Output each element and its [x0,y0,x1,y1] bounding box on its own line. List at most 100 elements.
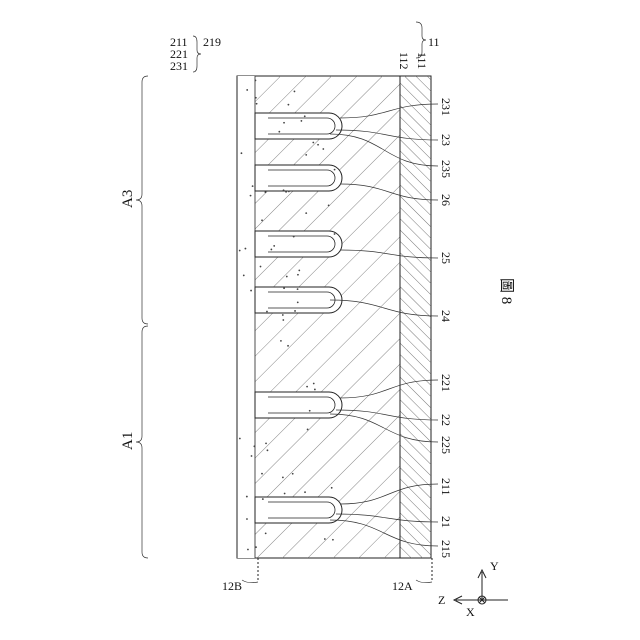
filler-dot [285,191,287,193]
label-111: 111 [415,52,429,69]
filler-dot [305,212,307,214]
callout-211: 211 [439,478,453,496]
filler-dot [331,487,333,489]
filler-dot [255,546,257,548]
filler-dot [283,122,285,124]
filler-dot [307,429,309,431]
filler-dot [282,314,284,316]
filler-dot [265,532,267,534]
axis-indicator: Y Z X [438,559,508,619]
filler-dot [288,104,290,106]
filler-dot [301,120,303,122]
filler-dot [282,319,284,321]
trench-3 [255,231,342,257]
filler-dot [267,449,269,451]
filler-dot [251,455,253,457]
filler-dot [266,311,268,313]
filler-dot [292,473,294,475]
filler-dot [288,191,290,193]
layer-112-fill [237,76,400,558]
span-a3 [136,76,148,324]
filler-dot [283,287,285,289]
label-219: 219 [203,35,221,49]
callout-25: 25 [439,252,453,264]
brace-219 [193,36,201,72]
filler-dot [250,195,252,197]
callout-235: 235 [439,160,453,178]
filler-dot [328,204,330,206]
label-11: 11 [428,35,440,49]
filler-dot [252,185,254,187]
filler-dot [317,144,319,146]
trench-4 [255,287,342,313]
label-112: 112 [397,52,411,70]
label-231: 231 [170,59,188,73]
filler-dot [298,270,300,272]
trench-6 [255,497,342,523]
filler-dot [304,491,306,493]
filler-dot [247,549,249,551]
filler-dot [294,91,296,93]
callout-221: 221 [439,374,453,392]
filler-dot [243,275,245,277]
filler-dot [305,154,307,156]
filler-dot [239,250,241,252]
filler-dot [256,103,258,105]
callout-24: 24 [439,310,453,322]
filler-dot [313,383,315,385]
filler-dot [312,142,314,144]
label-a1: A1 [120,432,136,450]
callout-22: 22 [439,414,453,426]
axis-z-label: Z [438,593,445,607]
label-12a: 12A [392,579,413,593]
filler-dot [306,386,308,388]
filler-dot [239,438,241,440]
filler-dot [273,245,275,247]
filler-dot [282,477,284,479]
filler-dot [322,148,324,150]
trench-1 [255,113,342,139]
callout-225: 225 [439,436,453,454]
filler-dot [304,115,306,117]
filler-dot [270,249,272,251]
filler-dot [278,131,280,133]
callout-231: 231 [439,98,453,116]
filler-dot [284,493,286,495]
filler-dot [241,152,243,154]
trench-5 [255,392,342,418]
callout-group: 231 23 235 26 25 24 221 22 225 211 21 21… [439,98,453,558]
filler-dot [293,236,295,238]
filler-region [237,76,255,558]
filler-dot [265,442,267,444]
span-a1 [136,326,148,558]
label-12b: 12B [222,579,242,593]
filler-dot [261,219,263,221]
filler-dot [283,189,285,191]
filler-dot [314,389,316,391]
callout-215: 215 [439,540,453,558]
filler-dot [265,191,267,193]
label-a3: A3 [120,190,136,208]
filler-dot [287,345,289,347]
filler-dot [245,248,247,250]
filler-dot [250,290,252,292]
filler-dot [260,266,262,268]
filler-dot [280,340,282,342]
filler-dot [297,288,299,290]
filler-dot [246,518,248,520]
filler-dot [334,233,336,235]
callout-23: 23 [439,134,453,146]
filler-dot [309,410,311,412]
filler-dot [334,169,336,171]
filler-dot [261,473,263,475]
callout-26: 26 [439,194,453,206]
axis-y-label: Y [490,559,499,573]
filler-dot [286,276,288,278]
axis-x-label: X [466,605,475,619]
filler-dot [297,274,299,276]
filler-dot [246,89,248,91]
callout-21: 21 [439,516,453,528]
filler-dot [324,538,326,540]
